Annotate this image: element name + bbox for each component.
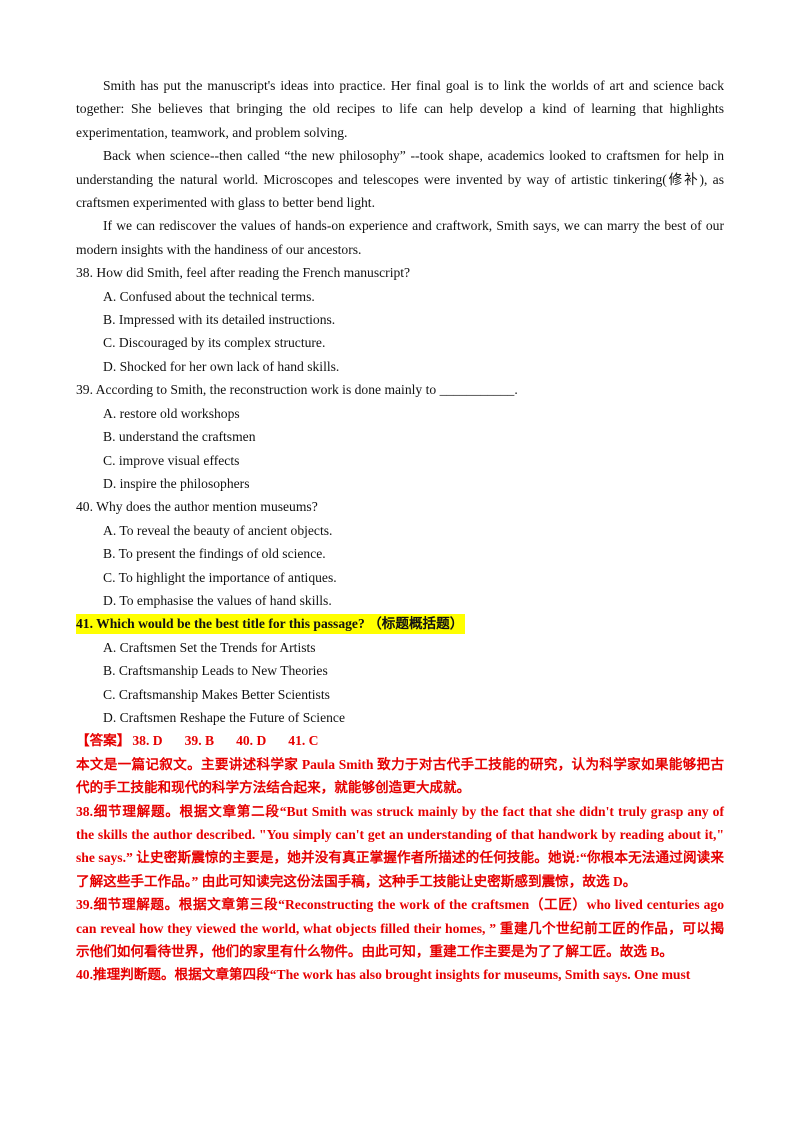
question-stem: 40. Why does the author mention museums? [76, 499, 318, 515]
option-b: B. To present the findings of old scienc… [103, 546, 326, 562]
question-39: 39. According to Smith, the reconstructi… [76, 378, 724, 495]
option-d: D. Shocked for her own lack of hand skil… [103, 358, 340, 374]
option-a: A. restore old workshops [103, 405, 240, 421]
passage-paragraph-1: Smith has put the manuscript's ideas int… [76, 78, 724, 140]
option-c: C. improve visual effects [103, 452, 240, 468]
answer-38: 38. D [132, 733, 163, 749]
option-d: D. inspire the philosophers [103, 475, 250, 491]
option-a: A. To reveal the beauty of ancient objec… [103, 522, 333, 538]
document-page: Smith has put the manuscript's ideas int… [76, 74, 724, 987]
option-c: C. Craftsmanship Makes Better Scientists [103, 686, 330, 702]
option-d: D. Craftsmen Reshape the Future of Scien… [103, 709, 345, 725]
option-b: B. Impressed with its detailed instructi… [103, 312, 336, 328]
answer-label: 【答案】 [76, 733, 131, 749]
explanation-40: 40.推理判断题。根据文章第四段“The work has also broug… [76, 967, 691, 983]
question-stem-highlighted: 41. Which would be the best title for th… [76, 614, 466, 635]
answer-41: 41. C [288, 733, 319, 749]
question-40: 40. Why does the author mention museums?… [76, 495, 724, 612]
question-38: 38. How did Smith, feel after reading th… [76, 261, 724, 378]
explanation-39: 39.细节理解题。根据文章第三段“Reconstructing the work… [76, 897, 724, 960]
option-c: C. Discouraged by its complex structure. [103, 335, 326, 351]
question-41: 41. Which would be the best title for th… [76, 612, 724, 729]
answer-40: 40. D [236, 733, 267, 749]
answer-key: 【答案】38. D 39. B 40. D 41. C [76, 729, 724, 752]
answer-39: 39. B [184, 733, 215, 749]
option-a: A. Confused about the technical terms. [103, 288, 315, 304]
explanation-summary: 本文是一篇记叙文。主要讲述科学家 Paula Smith 致力于对古代手工技能的… [76, 756, 724, 796]
explanation-38: 38.细节理解题。根据文章第二段“But Smith was struck ma… [76, 803, 724, 889]
question-stem: 39. According to Smith, the reconstructi… [76, 382, 518, 398]
passage-paragraph-2: Back when science--then called “the new … [76, 148, 724, 211]
option-a: A. Craftsmen Set the Trends for Artists [103, 639, 316, 655]
passage-paragraph-3: If we can rediscover the values of hands… [76, 218, 724, 257]
option-c: C. To highlight the importance of antiqu… [103, 569, 337, 585]
option-d: D. To emphasise the values of hand skill… [103, 592, 332, 608]
option-b: B. Craftsmanship Leads to New Theories [103, 663, 328, 679]
question-stem: 38. How did Smith, feel after reading th… [76, 265, 411, 281]
option-b: B. understand the craftsmen [103, 429, 256, 445]
